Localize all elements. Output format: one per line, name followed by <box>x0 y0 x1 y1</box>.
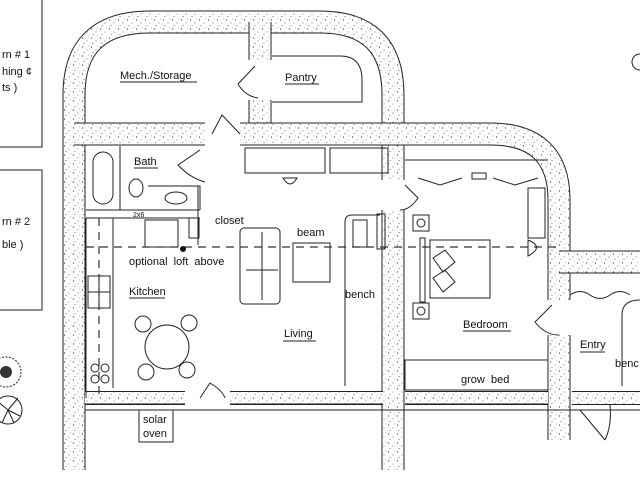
label-entry: Entry <box>580 339 606 351</box>
chair-icon <box>178 361 196 379</box>
solar-oven <box>138 409 174 443</box>
sofa-icon <box>239 227 281 305</box>
label-kitchen: Kitchen <box>129 286 166 298</box>
legend-1-line-1: rn # 1 <box>2 49 30 61</box>
bedroom-fixtures <box>404 159 549 391</box>
label-loft: optional loft above <box>129 256 224 268</box>
nightstand-icon <box>412 214 430 232</box>
tree-icon <box>0 356 23 425</box>
sink-icon <box>164 191 188 205</box>
legend-box-1: rn # 1 hing ¢ ts ) <box>0 0 43 148</box>
legend-box-2: rn # 2 ble ) <box>0 169 43 311</box>
walls <box>62 10 640 470</box>
coffee-table <box>292 242 331 283</box>
north-arrow-icon <box>631 53 640 71</box>
label-pantry: Pantry <box>285 72 317 84</box>
chair-icon <box>137 363 155 381</box>
bath-fixtures: 2x6 <box>86 146 201 245</box>
dining-table <box>144 324 190 370</box>
nightstand-icon <box>412 302 430 320</box>
label-bedroom: Bedroom <box>463 319 508 331</box>
chair-icon <box>282 177 298 185</box>
label-bath: Bath <box>134 156 157 168</box>
grow-bed <box>404 359 549 391</box>
chair-icon <box>134 315 152 333</box>
label-closet: closet <box>215 215 244 227</box>
ceiling-fan-icon <box>246 232 278 300</box>
refrigerator-icon <box>144 219 179 248</box>
label-bench: bench <box>345 289 375 301</box>
stud-label: 2x6 <box>133 212 144 219</box>
label-entry-bench: benc <box>615 358 639 370</box>
toilet-icon <box>128 178 144 198</box>
wood-stove-icon <box>352 219 368 248</box>
entry-bench <box>621 299 640 386</box>
legend-2-line-1: rn # 2 <box>2 216 30 228</box>
label-living: Living <box>284 328 313 340</box>
bathtub-icon <box>92 151 114 205</box>
legend-1-line-3: ts ) <box>2 82 17 94</box>
label-solar: solar <box>143 414 167 426</box>
mech-door[interactable] <box>211 114 241 135</box>
chair-icon <box>180 314 198 332</box>
label-beam: beam <box>297 227 325 239</box>
legend-2-line-2: ble ) <box>2 239 23 251</box>
living-fixtures <box>239 147 389 386</box>
exterior-door[interactable] <box>579 404 611 441</box>
stove-icon <box>90 363 110 384</box>
bed-icon <box>429 239 491 299</box>
pantry-door[interactable] <box>237 65 259 99</box>
legend-1-line-2: hing ¢ <box>2 66 32 78</box>
label-oven: oven <box>143 428 167 440</box>
pantry-shelf <box>272 55 363 103</box>
label-grow-bed: grow bed <box>461 374 509 386</box>
bedroom-door[interactable] <box>399 184 419 211</box>
front-door[interactable] <box>199 382 226 399</box>
post-icon <box>180 246 186 252</box>
bath-door[interactable] <box>177 149 206 183</box>
kitchen-fixtures <box>85 217 200 398</box>
entry-door[interactable] <box>534 304 560 336</box>
label-mech-storage: Mech./Storage <box>120 70 192 82</box>
